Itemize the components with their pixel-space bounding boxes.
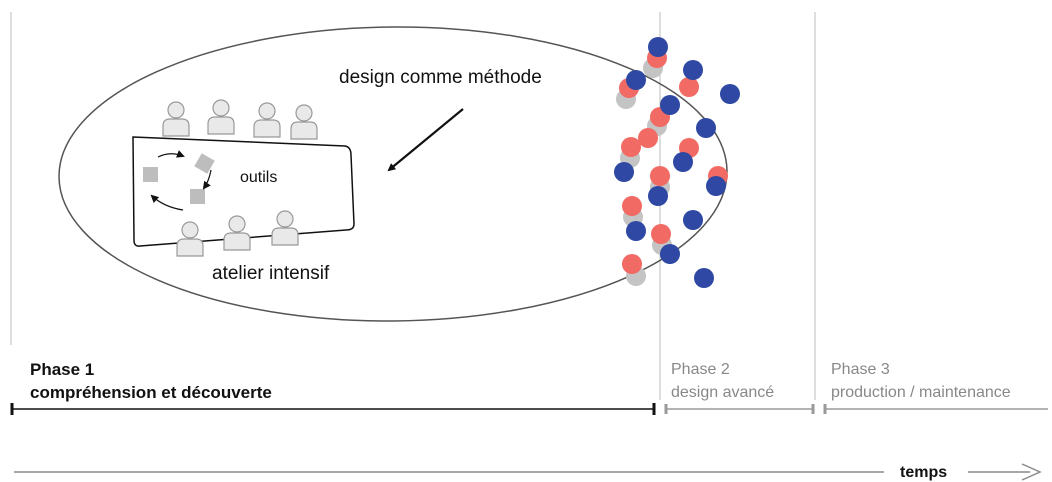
participants-dot-cluster xyxy=(614,37,740,288)
red-dot xyxy=(622,254,642,274)
blue-dot xyxy=(614,162,634,182)
blue-dot xyxy=(660,244,680,264)
phase2-desc: design avancé xyxy=(671,384,775,402)
cycle-arrow-icon xyxy=(150,194,184,211)
red-dot xyxy=(638,128,658,148)
red-dot xyxy=(622,196,642,216)
time-label: temps xyxy=(900,464,948,481)
tool-square-icon xyxy=(190,189,205,204)
phase1-desc: compréhension et découverte xyxy=(30,383,272,403)
red-dot xyxy=(679,77,699,97)
blue-dot xyxy=(626,70,646,90)
blue-dot xyxy=(660,95,680,115)
time-arrow-icon xyxy=(1021,463,1042,481)
person-icon xyxy=(253,102,281,138)
phase1-label: Phase 1 compréhension et découverte xyxy=(30,360,272,404)
blue-dot xyxy=(626,221,646,241)
blue-dot xyxy=(706,176,726,196)
tools-cycle xyxy=(143,150,215,211)
tool-square-icon xyxy=(143,167,158,182)
blue-dot xyxy=(694,268,714,288)
method-ellipse xyxy=(58,26,728,322)
blue-dot xyxy=(648,186,668,206)
phase2-label: Phase 2 design avancé xyxy=(671,360,774,402)
blue-dot xyxy=(683,60,703,80)
phase1-bar xyxy=(10,403,656,415)
person-icon xyxy=(207,99,235,135)
person-icon xyxy=(162,101,190,137)
blue-dot xyxy=(696,118,716,138)
method-arrow xyxy=(387,108,464,172)
phase1-name: Phase 1 xyxy=(30,360,95,379)
blue-dot xyxy=(648,37,668,57)
person-icon xyxy=(290,104,318,140)
phase3-label: Phase 3 production / maintenance xyxy=(831,360,1011,402)
blue-dot xyxy=(673,152,693,172)
method-label: design comme méthode xyxy=(339,67,542,88)
cycle-arrow-icon xyxy=(157,150,185,158)
blue-dot xyxy=(720,84,740,104)
red-dot xyxy=(650,166,670,186)
workshop-people-top xyxy=(162,99,318,140)
phase3-bar xyxy=(823,404,1048,414)
cycle-arrow-icon xyxy=(202,169,212,190)
phase2-bar xyxy=(664,404,815,414)
phase3-name: Phase 3 xyxy=(831,361,890,378)
red-dot xyxy=(651,224,671,244)
red-dot xyxy=(621,137,641,157)
blue-dot xyxy=(683,210,703,230)
tool-square-icon xyxy=(194,153,215,174)
workshop-label: atelier intensif xyxy=(212,263,330,284)
phase3-desc: production / maintenance xyxy=(831,384,1011,402)
workshop-table xyxy=(132,136,355,247)
tools-label: outils xyxy=(240,169,278,186)
phase2-name: Phase 2 xyxy=(671,361,730,378)
